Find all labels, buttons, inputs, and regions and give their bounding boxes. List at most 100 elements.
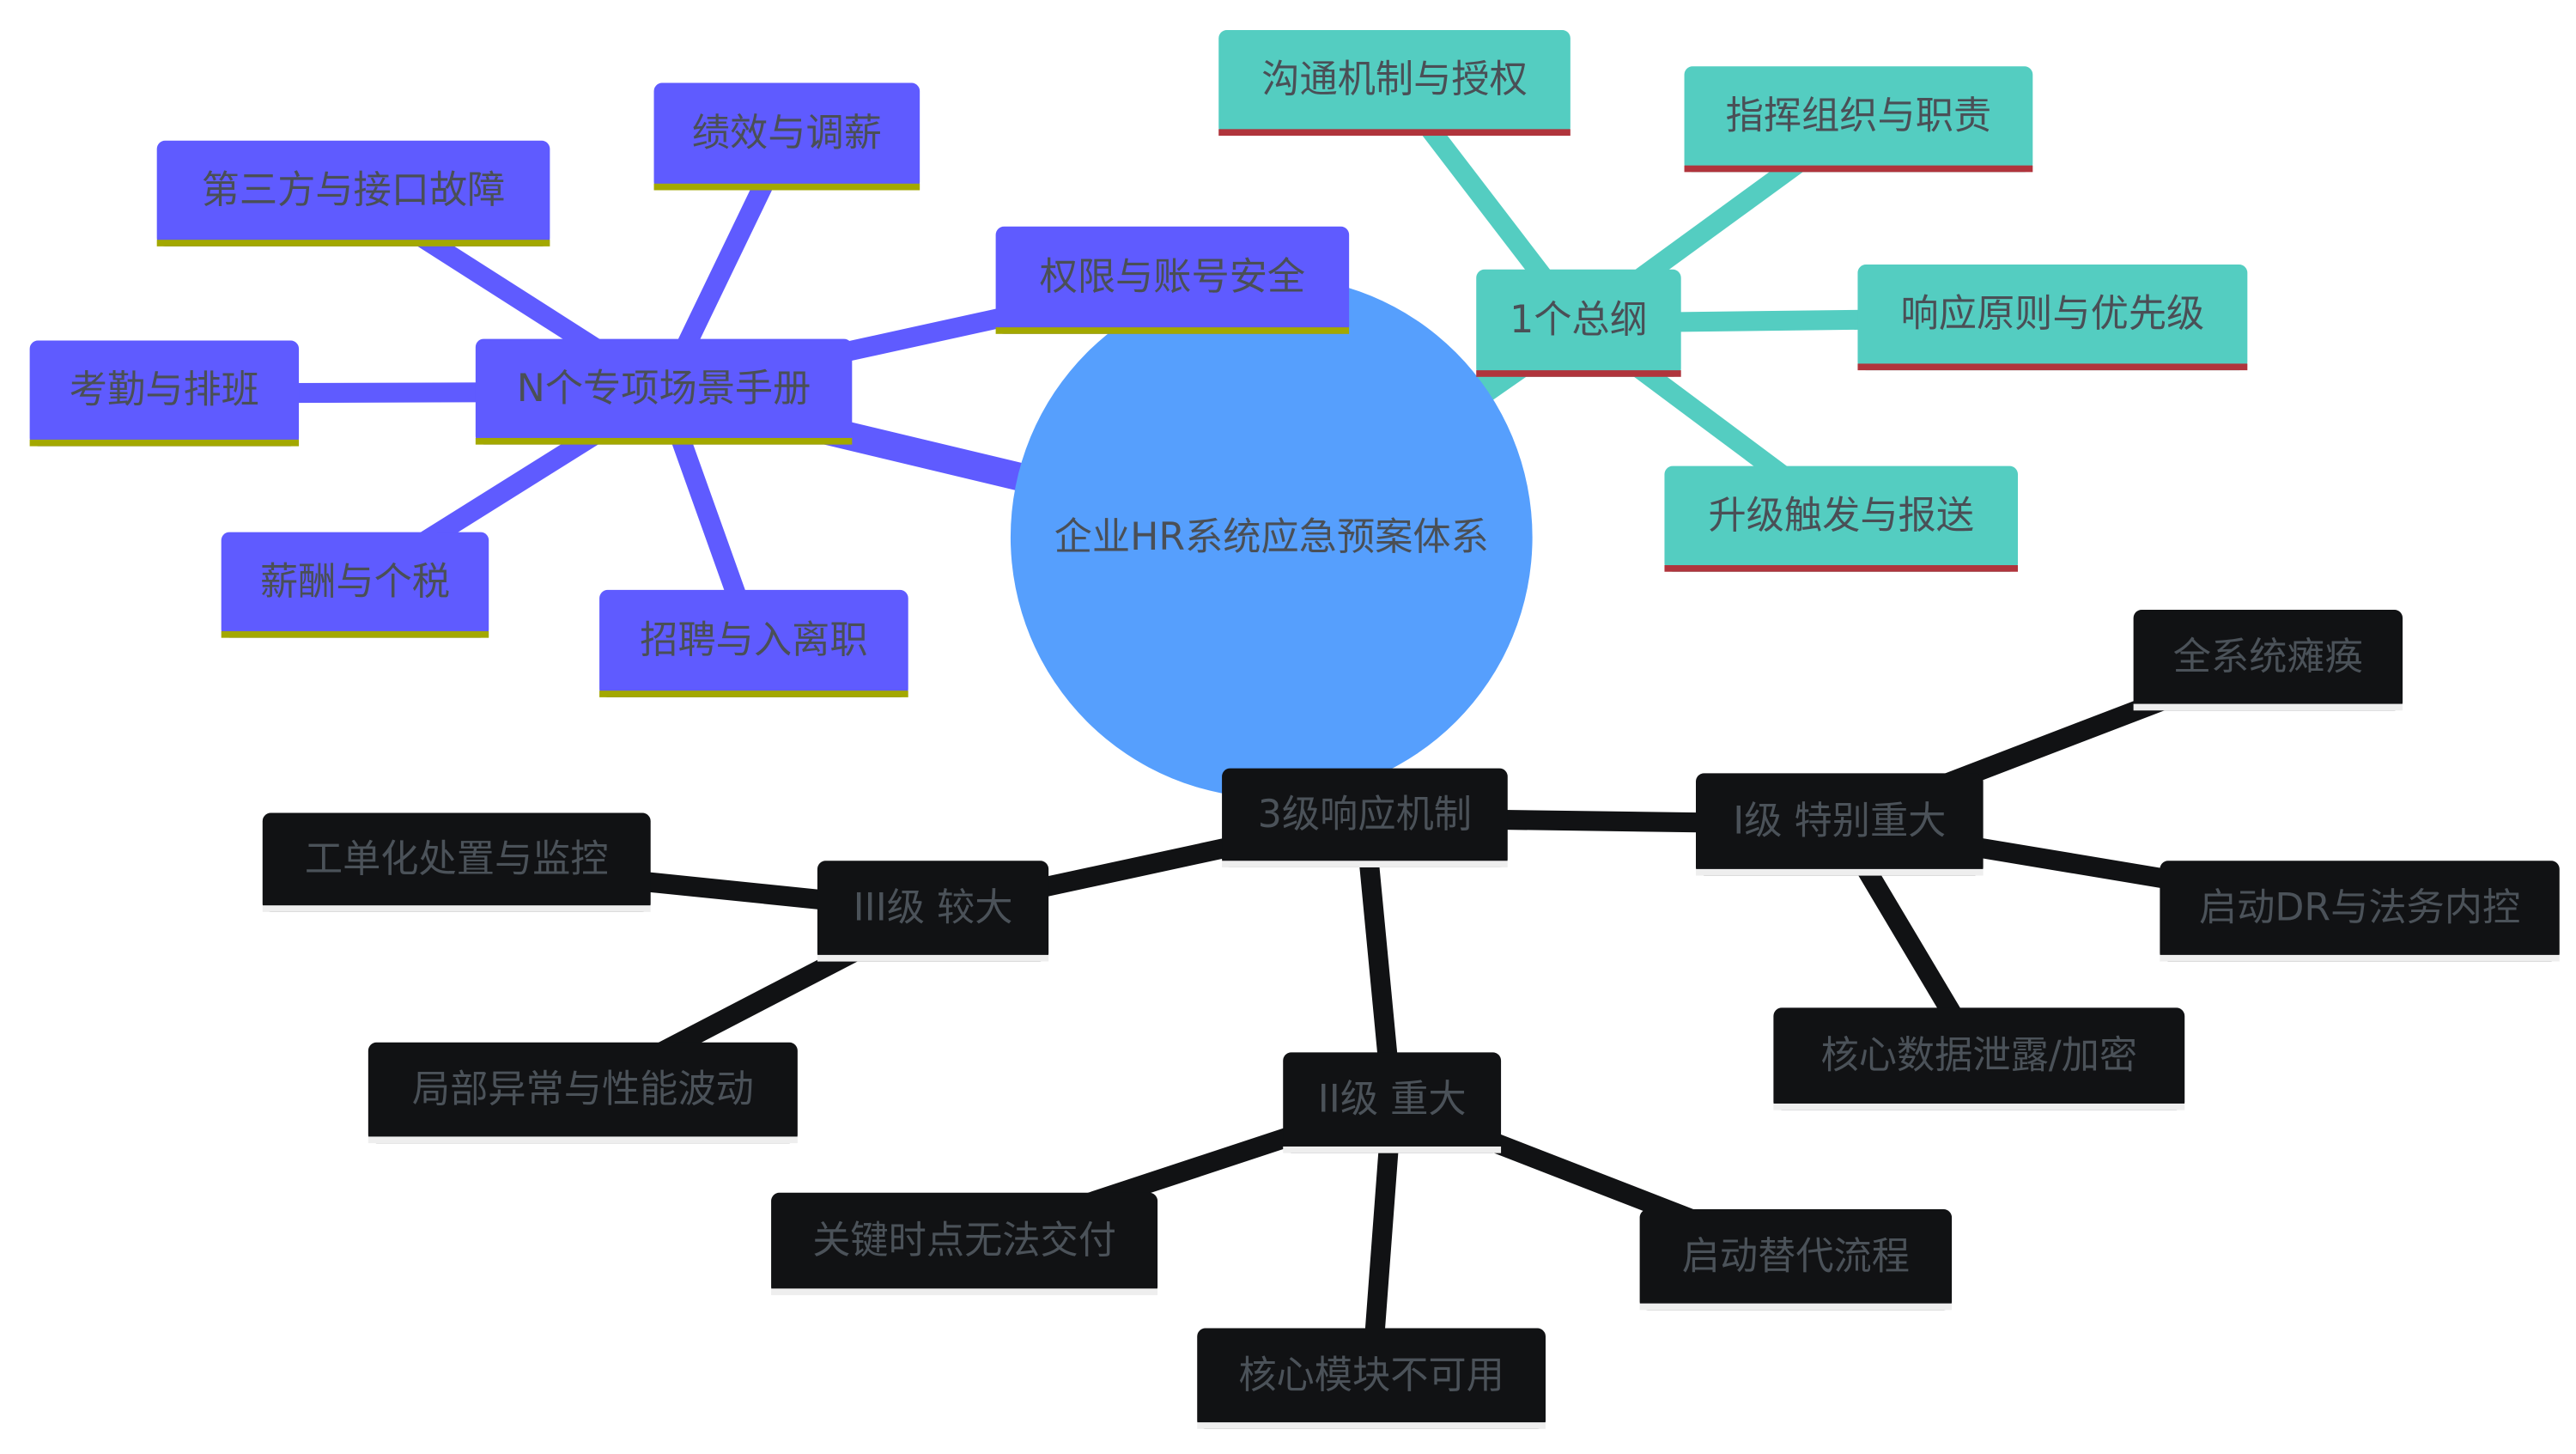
leaf-node[interactable]: 招聘与入离职 xyxy=(599,589,908,697)
node-box xyxy=(1197,1328,1546,1429)
node-box xyxy=(1283,1052,1502,1153)
node-box xyxy=(599,589,908,697)
leaf-node[interactable]: 全系统瘫痪 xyxy=(2133,609,2403,711)
node-label: 全系统瘫痪 xyxy=(2173,635,2363,678)
node-box xyxy=(262,812,651,912)
node-box xyxy=(1639,1209,1953,1311)
branch-node[interactable]: N个专项场景手册 xyxy=(475,338,853,445)
node-box xyxy=(29,340,300,447)
node-label: III级 较大 xyxy=(854,886,1013,930)
node-label: 1个总纲 xyxy=(1510,298,1648,342)
leaf-node[interactable]: 权限与账号安全 xyxy=(995,226,1350,334)
leaf-node[interactable]: 启动DR与法务内控 xyxy=(2160,861,2560,962)
node-box xyxy=(1218,29,1571,137)
node-label: 3级响应机制 xyxy=(1258,793,1472,837)
node-underline xyxy=(771,1288,1158,1296)
root-label: 企业HR系统应急预案体系 xyxy=(1054,515,1489,559)
leaf-node[interactable]: 核心数据泄露/加密 xyxy=(1773,1007,2185,1110)
node-box xyxy=(156,140,550,246)
node-underline xyxy=(1218,129,1571,137)
node-label: 启动DR与法务内控 xyxy=(2199,886,2520,930)
node-underline xyxy=(29,439,300,447)
node-underline xyxy=(1639,1303,1953,1311)
branch-node[interactable]: 3级响应机制 xyxy=(1222,768,1508,867)
node-underline xyxy=(2160,954,2560,962)
branch-node[interactable]: 1个总纲 xyxy=(1476,269,1681,377)
leaf-node[interactable]: 核心模块不可用 xyxy=(1197,1328,1546,1429)
node-underline xyxy=(653,183,920,191)
leaf-node[interactable]: II级 重大 xyxy=(1283,1052,1502,1153)
node-underline xyxy=(221,630,489,638)
node-box xyxy=(653,82,920,191)
leaf-node[interactable]: 考勤与排班 xyxy=(29,340,300,447)
leaf-node[interactable]: 升级触发与报送 xyxy=(1664,465,2018,572)
node-underline xyxy=(1197,1422,1546,1429)
node-label: II级 重大 xyxy=(1318,1078,1467,1122)
leaf-node[interactable]: 工单化处置与监控 xyxy=(262,812,651,912)
leaf-node[interactable]: 绩效与调薪 xyxy=(653,82,920,191)
node-underline xyxy=(2133,703,2403,711)
node-underline xyxy=(1664,565,2018,572)
node-box xyxy=(771,1192,1158,1296)
node-label: 局部异常与性能波动 xyxy=(412,1068,754,1111)
node-underline xyxy=(1773,1103,2185,1110)
node-label: 启动替代流程 xyxy=(1682,1234,1910,1278)
leaf-node[interactable]: 关键时点无法交付 xyxy=(771,1192,1158,1296)
node-label: 薪酬与个税 xyxy=(260,560,450,604)
node-box xyxy=(817,861,1049,962)
leaf-node[interactable]: 指挥组织与职责 xyxy=(1684,66,2033,173)
node-label: 招聘与入离职 xyxy=(640,618,867,662)
node-label: 绩效与调薪 xyxy=(692,112,882,155)
root-node[interactable]: 企业HR系统应急预案体系 xyxy=(1010,276,1533,799)
node-box xyxy=(2133,609,2403,711)
leaf-node[interactable]: 响应原则与优先级 xyxy=(1857,265,2248,371)
node-box xyxy=(1857,265,2248,371)
node-underline xyxy=(995,327,1350,334)
node-box xyxy=(1476,269,1681,377)
node-box xyxy=(995,226,1350,334)
leaf-node[interactable]: 薪酬与个税 xyxy=(221,532,489,638)
node-underline xyxy=(1283,1146,1502,1153)
node-box xyxy=(1684,66,2033,173)
node-box xyxy=(475,338,853,445)
node-underline xyxy=(368,1136,798,1144)
node-label: 考勤与排班 xyxy=(70,368,259,412)
node-underline xyxy=(156,240,550,246)
node-box xyxy=(368,1042,798,1144)
node-box xyxy=(1773,1007,2185,1110)
leaf-node[interactable]: I级 特别重大 xyxy=(1696,773,1984,876)
node-box xyxy=(221,532,489,638)
leaf-node[interactable]: 启动替代流程 xyxy=(1639,1209,1953,1311)
node-underline xyxy=(1476,370,1681,377)
node-underline xyxy=(1696,868,1984,876)
node-label: 工单化处置与监控 xyxy=(305,837,609,881)
node-label: 响应原则与优先级 xyxy=(1901,292,2205,336)
node-label: 沟通机制与授权 xyxy=(1261,58,1528,101)
node-box xyxy=(1222,768,1508,867)
node-label: 关键时点无法交付 xyxy=(812,1219,1116,1262)
node-label: I级 特别重大 xyxy=(1733,800,1946,843)
node-underline xyxy=(475,437,853,445)
node-label: 指挥组织与职责 xyxy=(1726,94,1992,137)
leaf-node[interactable]: 沟通机制与授权 xyxy=(1218,29,1571,137)
leaf-node[interactable]: III级 较大 xyxy=(817,861,1049,962)
node-label: N个专项场景手册 xyxy=(517,367,811,411)
node-label: 核心数据泄露/加密 xyxy=(1820,1034,2137,1078)
node-box xyxy=(2160,861,2560,962)
node-box xyxy=(1696,773,1984,876)
node-underline xyxy=(599,690,908,697)
leaf-node[interactable]: 局部异常与性能波动 xyxy=(368,1042,798,1144)
node-underline xyxy=(262,905,651,912)
node-box xyxy=(1664,465,2018,572)
node-label: 核心模块不可用 xyxy=(1238,1354,1504,1397)
root-circle xyxy=(1010,276,1533,799)
leaf-node[interactable]: 第三方与接口故障 xyxy=(156,140,550,246)
node-underline xyxy=(1222,861,1508,867)
node-underline xyxy=(1857,363,2248,371)
node-underline xyxy=(817,954,1049,962)
node-label: 第三方与接口故障 xyxy=(202,168,506,212)
nodes: 企业HR系统应急预案体系 1个总纲 沟通机制与授权指挥组织与职责响应原则与优先级升级… xyxy=(29,29,2560,1429)
node-label: 权限与账号安全 xyxy=(1040,255,1306,299)
node-label: 升级触发与报送 xyxy=(1708,494,1974,538)
